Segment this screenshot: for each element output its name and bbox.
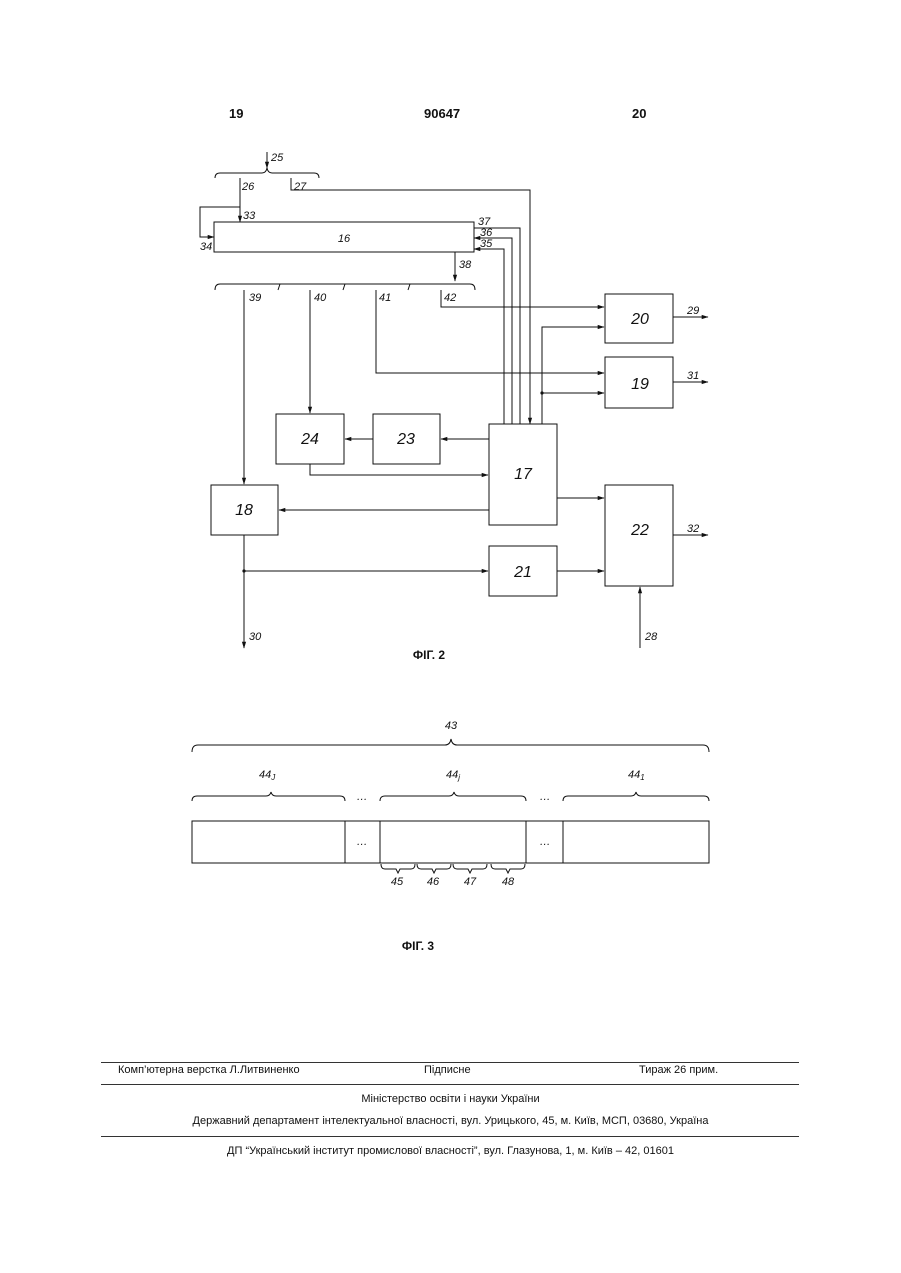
label-43: 43 bbox=[445, 720, 458, 732]
label-44j-main: 44 bbox=[446, 769, 458, 781]
label-44J: 44J bbox=[259, 769, 276, 782]
block-19-label: 19 bbox=[631, 376, 649, 393]
block-22-label: 22 bbox=[630, 522, 649, 539]
block-18-label: 18 bbox=[235, 502, 253, 519]
label-29: 29 bbox=[686, 305, 699, 317]
label-34: 34 bbox=[200, 241, 212, 253]
brace-44j bbox=[380, 792, 526, 801]
brace-47 bbox=[453, 864, 487, 873]
label-44j-sub: j bbox=[457, 773, 460, 782]
label-27: 27 bbox=[293, 181, 307, 193]
label-28: 28 bbox=[644, 631, 658, 643]
junction-dot bbox=[540, 391, 543, 394]
block-16-label: 16 bbox=[338, 233, 351, 245]
brace-46 bbox=[417, 864, 451, 873]
frame-outline bbox=[192, 821, 709, 863]
ellipsis-frame-2: … bbox=[540, 836, 551, 848]
line-41 bbox=[376, 290, 604, 373]
brace-25 bbox=[215, 168, 319, 178]
line-42 bbox=[441, 290, 604, 307]
brace-48 bbox=[491, 864, 525, 873]
footer-signed: Підписне bbox=[424, 1064, 471, 1076]
footer-circulation: Тираж 26 прим. bbox=[639, 1064, 718, 1076]
footer-typesetting: Комп’ютерна верстка Л.Литвиненко bbox=[118, 1064, 300, 1076]
footer-ministry: Міністерство освіти і науки України bbox=[0, 1093, 901, 1105]
block-21-label: 21 bbox=[513, 564, 532, 581]
label-48: 48 bbox=[502, 876, 515, 888]
label-44j: 44j bbox=[446, 769, 460, 782]
label-35: 35 bbox=[480, 238, 493, 250]
block-17-label: 17 bbox=[514, 466, 533, 483]
label-33: 33 bbox=[243, 210, 256, 222]
footer-rule-middle bbox=[101, 1084, 799, 1085]
label-47: 47 bbox=[464, 876, 477, 888]
figure-2-diagram: 16 17 18 19 20 21 22 23 24 25 26 27 33 3… bbox=[0, 0, 901, 1000]
label-42: 42 bbox=[444, 292, 456, 304]
line-27 bbox=[291, 178, 530, 424]
label-40: 40 bbox=[314, 292, 327, 304]
label-44J-sub: J bbox=[270, 773, 276, 782]
brace-44J bbox=[192, 792, 345, 801]
label-41: 41 bbox=[379, 292, 391, 304]
label-441-main: 44 bbox=[628, 769, 640, 781]
footer-department: Державний департамент інтелектуальної вл… bbox=[0, 1115, 901, 1127]
label-39: 39 bbox=[249, 292, 261, 304]
block-20-label: 20 bbox=[630, 311, 649, 328]
line-17-to-20 bbox=[542, 327, 604, 424]
label-32: 32 bbox=[687, 523, 699, 535]
label-30: 30 bbox=[249, 631, 262, 643]
label-441: 441 bbox=[628, 769, 645, 782]
brace-ticks bbox=[278, 284, 410, 290]
label-38: 38 bbox=[459, 259, 472, 271]
block-23-label: 23 bbox=[396, 431, 415, 448]
brace-45 bbox=[381, 864, 415, 873]
footer-rule-top bbox=[101, 1062, 799, 1063]
ellipsis-frame-1: … bbox=[357, 836, 368, 848]
block-24-label: 24 bbox=[300, 431, 319, 448]
junction-dot-18 bbox=[242, 569, 245, 572]
brace-43 bbox=[192, 739, 709, 752]
label-31: 31 bbox=[687, 370, 699, 382]
footer-rule-bottom bbox=[101, 1136, 799, 1137]
line-24-to-17 bbox=[310, 464, 488, 475]
ellipsis-top-1: … bbox=[357, 791, 368, 803]
label-441-sub: 1 bbox=[640, 773, 644, 782]
label-44J-main: 44 bbox=[259, 769, 271, 781]
label-46: 46 bbox=[427, 876, 440, 888]
footer-institute: ДП “Український інститут промислової вла… bbox=[0, 1145, 901, 1157]
label-25: 25 bbox=[270, 152, 284, 164]
ellipsis-top-2: … bbox=[540, 791, 551, 803]
fig3-caption: ФІГ. 3 bbox=[402, 939, 435, 953]
label-45: 45 bbox=[391, 876, 404, 888]
line-37 bbox=[474, 228, 520, 424]
fig2-caption: ФІГ. 2 bbox=[413, 648, 446, 662]
brace-441 bbox=[563, 792, 709, 801]
line-35 bbox=[474, 249, 504, 424]
label-26: 26 bbox=[241, 181, 255, 193]
line-36 bbox=[474, 238, 512, 424]
